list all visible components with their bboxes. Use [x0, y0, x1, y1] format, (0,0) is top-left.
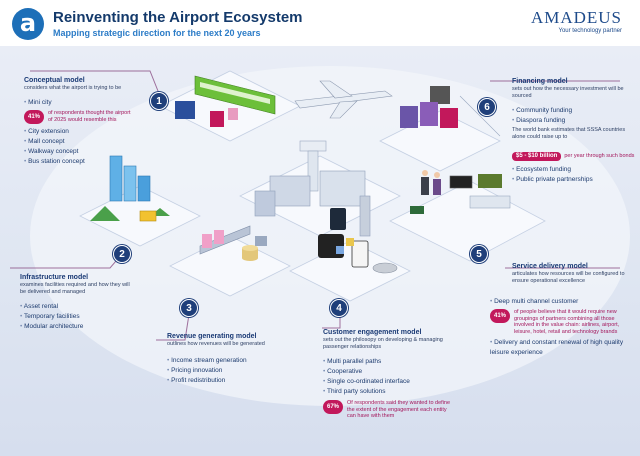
customer-engagement-description: sets out the philosopy on developing & m… [323, 337, 443, 350]
airport-scene-illustration [10, 66, 630, 406]
list-item: Mini city [24, 98, 136, 108]
financing-amount-badge: $5 - $10 billion [512, 152, 562, 161]
amadeus-logo-icon: a [12, 8, 44, 40]
customer-stat: 67% Of respondents said they wanted to d… [323, 400, 455, 420]
conceptual-model-list-more: City extension Mall concept Walkway conc… [24, 127, 136, 167]
infrastructure-model-panel: Infrastructure model examines facilities… [20, 274, 130, 332]
page-title: Reinventing the Airport Ecosystem [53, 9, 303, 26]
header: a Reinventing the Airport Ecosystem Mapp… [0, 0, 640, 46]
conceptual-model-list: Mini city [24, 98, 136, 108]
infrastructure-model-description: examines facilities required and how the… [20, 282, 130, 295]
step-badge-5: 5 [470, 245, 488, 263]
conceptual-stat: 41% of respondents thought the airport o… [24, 110, 136, 124]
service-delivery-title: Service delivery model [512, 263, 588, 270]
stat-badge: 41% [24, 110, 44, 124]
list-item: Deep multi channel customer [490, 297, 635, 307]
customer-engagement-title: Customer engagement model [323, 329, 422, 336]
conceptual-model-title: Conceptual model [24, 77, 85, 84]
page-subtitle: Mapping strategic direction for the next… [53, 28, 261, 38]
list-item: Bus station concept [24, 157, 136, 167]
service-delivery-list-more: Delivery and constant renewal of high qu… [490, 338, 635, 358]
infographic-canvas: 1 2 3 4 5 6 Conceptual model considers w… [0, 46, 640, 456]
list-item: Ecosystem funding [512, 165, 636, 175]
step-badge-2: 2 [113, 245, 131, 263]
financing-model-list-more: Ecosystem funding Public private partner… [512, 165, 636, 185]
stat-text: of people believe that it would require … [514, 309, 620, 335]
revenue-model-description: outlines how revenues will be generated [167, 341, 265, 347]
list-item: Public private partnerships [512, 175, 636, 185]
service-delivery-details: Deep multi channel customer 41% of peopl… [490, 297, 635, 358]
customer-engagement-panel: Customer engagement model sets out the p… [323, 329, 455, 423]
brand-tagline: Your technology partner [558, 28, 623, 34]
list-item: City extension [24, 127, 136, 137]
revenue-model-title: Revenue generating model [167, 333, 257, 340]
list-item: Community funding [512, 106, 636, 116]
list-item: Cooperative [323, 367, 455, 377]
revenue-model-panel: Revenue generating model outlines how re… [167, 333, 302, 386]
list-item: Temporary facilities [20, 312, 130, 322]
service-delivery-panel: Service delivery model articulates how r… [512, 263, 634, 285]
financing-model-title: Financing model [512, 78, 568, 85]
financing-model-description: sets out how the necessary investment wi… [512, 86, 624, 99]
stat-text: of respondents thought the airport of 20… [48, 110, 131, 123]
stat-text: Of respondents said they wanted to defin… [347, 400, 451, 419]
financing-model-list: Community funding Diaspora funding [512, 106, 636, 126]
list-item: Asset rental [20, 302, 130, 312]
revenue-model-list: Income stream generation Pricing innovat… [167, 356, 302, 386]
financing-model-panel: Financing model sets out how the necessa… [512, 78, 636, 185]
brand-logo: AMADEUS [530, 8, 622, 27]
step-badge-1: 1 [150, 92, 168, 110]
conceptual-model-description: considers what the airport is trying to … [24, 85, 122, 91]
list-item: Income stream generation [167, 356, 302, 366]
service-delivery-description: articulates how resources will be config… [512, 271, 625, 284]
stat-badge: 41% [490, 309, 510, 323]
infrastructure-model-title: Infrastructure model [20, 274, 89, 281]
infrastructure-model-list: Asset rental Temporary facilities Modula… [20, 302, 130, 332]
step-badge-6: 6 [478, 98, 496, 116]
service-delivery-list: Deep multi channel customer [490, 297, 635, 307]
financing-amount-note: per year through such bonds [564, 153, 635, 159]
financing-note: The world bank estimates that SSSA count… [512, 127, 626, 140]
step-badge-4: 4 [330, 299, 348, 317]
list-item: Delivery and constant renewal of high qu… [490, 338, 635, 358]
list-item: Profit redistribution [167, 376, 302, 386]
list-item: Single co-ordinated interface [323, 377, 455, 387]
conceptual-model-panel: Conceptual model considers what the airp… [24, 77, 136, 167]
list-item: Modular architecture [20, 322, 130, 332]
list-item: Walkway concept [24, 147, 136, 157]
step-badge-3: 3 [180, 299, 198, 317]
list-item: Third party solutions [323, 387, 455, 397]
stat-badge: 67% [323, 400, 343, 414]
customer-engagement-list: Multi parallel paths Cooperative Single … [323, 357, 455, 397]
service-stat: 41% of people believe that it would requ… [490, 309, 635, 335]
list-item: Pricing innovation [167, 366, 302, 376]
list-item: Mall concept [24, 137, 136, 147]
list-item: Diaspora funding [512, 116, 636, 126]
list-item: Multi parallel paths [323, 357, 455, 367]
